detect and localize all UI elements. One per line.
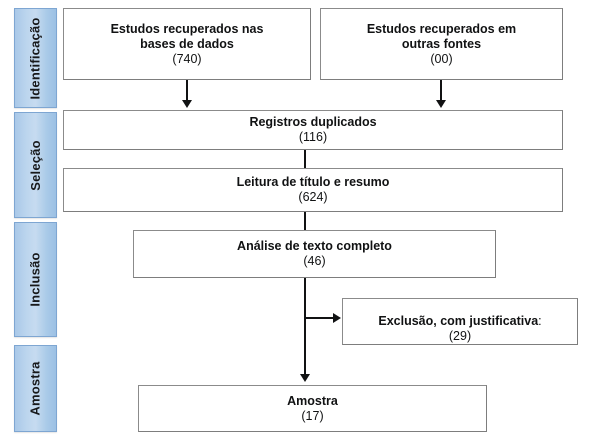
box-leitura-titulo-resumo-title: Leitura de título e resumo [236, 175, 390, 189]
stage-amostra-label: Amostra [28, 361, 44, 416]
connector-arrow-analise-to-amostra [300, 374, 310, 382]
stage-inclusao-label: Inclusão [28, 252, 43, 307]
stage-amostra: Amostra [14, 345, 57, 432]
stage-inclusao: Inclusão [14, 222, 57, 337]
connector-arrow-bases-to-duplicados [182, 100, 192, 108]
box-analise-texto-completo-count: (46) [303, 254, 326, 268]
stage-selecao: Seleção [14, 112, 57, 218]
connector-line-bases-to-duplicados [186, 80, 188, 102]
box-estudos-outras-fontes-title: Estudos recuperados em outras fontes [366, 21, 517, 51]
box-amostra-final: Amostra (17) [138, 385, 487, 432]
connector-arrow-analise-to-exclusao [333, 313, 341, 323]
connector-arrow-outras-fontes-to-duplicados [436, 100, 446, 108]
box-exclusao-title-colon: : [538, 314, 542, 328]
box-amostra-final-count: (17) [301, 408, 324, 423]
box-registros-duplicados-count: (116) [298, 130, 328, 144]
box-exclusao-title-text: Exclusão, com justificativa [378, 314, 539, 328]
connector-line-leitura-to-analise [304, 212, 306, 230]
box-registros-duplicados: Registros duplicados (116) [63, 110, 563, 150]
box-amostra-final-title: Amostra [287, 393, 338, 408]
stage-identificacao-label: Identificação [28, 16, 44, 100]
box-leitura-titulo-resumo-count: (624) [298, 190, 328, 204]
connector-line-analise-to-exclusao [304, 317, 334, 319]
box-exclusao-com-justificativa-count: (29) [448, 329, 472, 343]
connector-line-outras-fontes-to-duplicados [440, 80, 442, 102]
box-leitura-titulo-resumo: Leitura de título e resumo (624) [63, 168, 563, 212]
box-estudos-bases-dados: Estudos recuperados nas bases de dados (… [63, 8, 311, 80]
stage-selecao-label: Seleção [28, 139, 44, 191]
box-registros-duplicados-title: Registros duplicados [249, 115, 377, 129]
box-exclusao-com-justificativa-title: Exclusão, com justificativa: [378, 299, 541, 329]
box-estudos-outras-fontes-count: (00) [430, 51, 453, 66]
box-exclusao-com-justificativa: Exclusão, com justificativa: (29) [342, 298, 578, 345]
connector-line-analise-to-amostra [304, 278, 306, 377]
connector-line-duplicados-to-leitura [304, 150, 306, 168]
box-estudos-outras-fontes: Estudos recuperados em outras fontes (00… [320, 8, 563, 80]
box-analise-texto-completo: Análise de texto completo (46) [133, 230, 496, 278]
stage-identificacao: Identificação [14, 8, 57, 108]
box-analise-texto-completo-title: Análise de texto completo [237, 239, 392, 253]
box-estudos-bases-dados-count: (740) [172, 51, 202, 66]
box-estudos-bases-dados-title: Estudos recuperados nas bases de dados [110, 21, 264, 51]
